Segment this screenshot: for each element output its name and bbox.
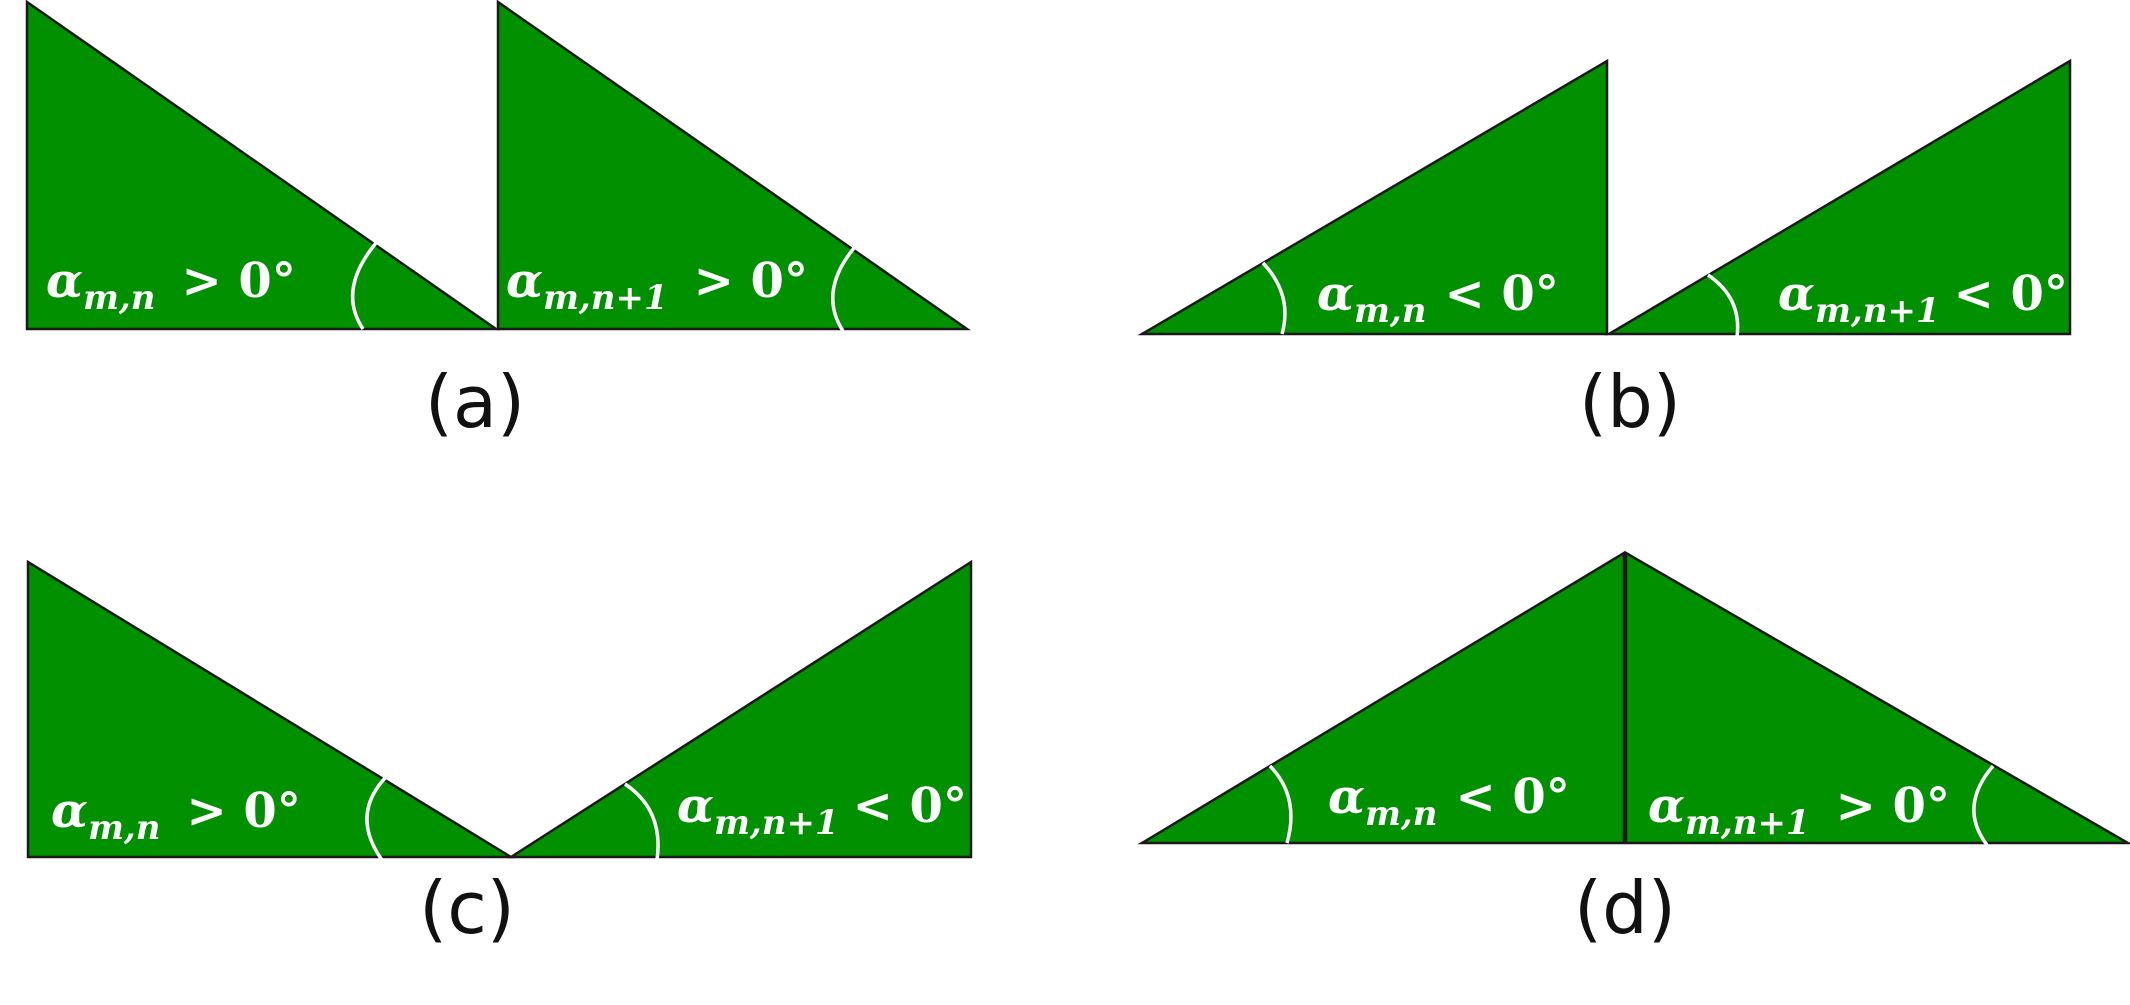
panel-b-left-angle-label: αm,n < 0° [1317, 266, 1559, 331]
panel-c-left-triangle [26, 559, 516, 859]
panel-a-right-angle-arc [831, 246, 856, 332]
angle-subscript: m,n [1365, 794, 1438, 834]
panel-a-caption: (a) [425, 360, 525, 444]
panel-d-right-angle-arc [1972, 764, 1995, 847]
panel-d-caption: (d) [1574, 866, 1676, 950]
panel-d: αm,n< 0° αm,n+1> 0° (d) [1137, 550, 2130, 950]
angle-relation: < 0° [1455, 769, 1569, 825]
alpha-symbol: α [51, 783, 88, 839]
angle-relation: > 0° [694, 253, 808, 309]
panel-c: αm,n> 0° αm,n+1< 0° (c) [26, 559, 973, 950]
panel-c-right-angle-label: αm,n+1 < 0° [677, 778, 967, 843]
panel-b-left-angle-arc [1261, 261, 1287, 335]
panel-c-right-angle-arc [624, 782, 660, 861]
panel-c-left-angle-label: αm,n > 0° [51, 783, 301, 848]
panel-b: αm,n< 0° αm,n+1< 0° (b) [1137, 58, 2072, 444]
angle-relation: > 0° [186, 783, 300, 839]
alpha-symbol: α [1328, 769, 1365, 825]
panel-d-left-angle-arc [1268, 764, 1293, 844]
alpha-symbol: α [46, 253, 83, 309]
angle-relation: < 0° [853, 778, 967, 834]
alpha-symbol: α [1778, 266, 1815, 322]
panel-d-left-angle-label: αm,n < 0° [1328, 769, 1570, 834]
panel-d-left-triangle [1137, 550, 1626, 845]
angle-subscript: m,n+1 [543, 278, 668, 318]
angle-relation: < 0° [1444, 266, 1558, 322]
alpha-symbol: α [506, 253, 543, 309]
panel-c-caption: (c) [419, 866, 515, 950]
angle-subscript: m,n [88, 808, 161, 848]
angle-subscript: m,n [83, 278, 156, 318]
panel-d-right-triangle [1624, 550, 2130, 845]
panel-b-left-triangle [1137, 58, 1609, 336]
alpha-symbol: α [1317, 266, 1354, 322]
angle-subscript: m,n+1 [1685, 803, 1810, 843]
panel-a-right-triangle [496, 0, 971, 331]
angle-relation: > 0° [181, 253, 295, 309]
angle-subscript: m,n+1 [1815, 291, 1940, 331]
alpha-symbol: α [677, 778, 714, 834]
panel-b-right-angle-arc [1707, 273, 1740, 338]
panel-d-right-angle-label: αm,n+1 > 0° [1648, 778, 1950, 843]
panel-b-right-angle-label: αm,n+1 < 0° [1778, 266, 2068, 331]
panel-b-caption: (b) [1579, 360, 1681, 444]
panel-c-left-angle-arc [365, 775, 388, 862]
panel-a-left-triangle [25, 0, 500, 331]
panel-a-left-angle-arc [350, 241, 378, 330]
panel-a: αm,n> 0° αm,n+1> 0° (a) [25, 0, 971, 444]
angle-relation: < 0° [1954, 266, 2068, 322]
panel-a-right-angle-label: αm,n+1 > 0° [506, 253, 808, 318]
angle-subscript: m,n [1354, 291, 1427, 331]
angle-relation: > 0° [1836, 778, 1950, 834]
panel-a-left-angle-label: αm,n > 0° [46, 253, 296, 318]
panel-b-right-triangle [1604, 58, 2072, 336]
alpha-symbol: α [1648, 778, 1685, 834]
angle-subscript: m,n+1 [714, 803, 839, 843]
